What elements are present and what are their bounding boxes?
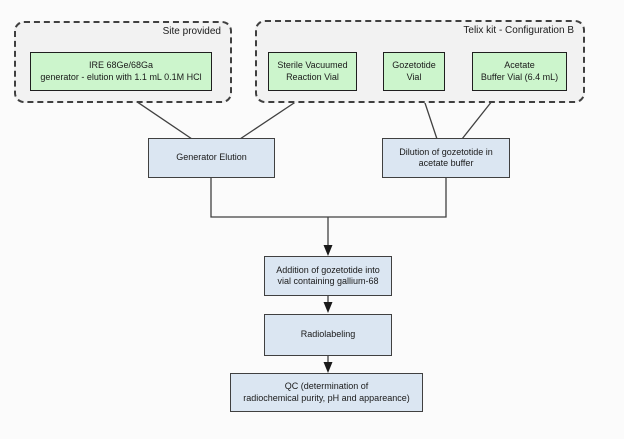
node-dilution-line1: Dilution of gozetotide in [399, 146, 493, 157]
node-addition: Addition of gozetotide into vial contain… [264, 256, 392, 296]
node-qc-line2: radiochemical purity, pH and appareance) [243, 392, 410, 403]
node-generator-elution-line1: Generator Elution [176, 152, 247, 163]
node-acetate-vial-line1: Acetate [504, 60, 535, 70]
node-dilution: Dilution of gozetotide in acetate buffer [382, 138, 510, 178]
node-acetate-vial-line2: Buffer Vial (6.4 mL) [480, 71, 559, 82]
node-gozetotide-vial-line2: Vial [406, 71, 422, 82]
arrowhead-qc [323, 362, 333, 373]
node-qc: QC (determination of radiochemical purit… [230, 373, 423, 412]
edge-merge-bar [210, 178, 447, 218]
arrowhead-addition [323, 245, 333, 256]
node-generator-elution: Generator Elution [148, 138, 275, 178]
node-sterile-vial: Sterile Vacuumed Reaction Vial [268, 52, 357, 91]
arrowhead-radiolabeling [323, 302, 333, 313]
node-gozetotide-vial: Gozetotide Vial [383, 52, 445, 91]
node-sterile-vial-line1: Sterile Vacuumed [277, 60, 348, 70]
node-ire-generator-line1: IRE 68Ge/68Ga [88, 60, 154, 70]
node-dilution-line2: acetate buffer [418, 158, 474, 168]
node-radiolabeling-line1: Radiolabeling [300, 329, 356, 340]
container-site-provided-label: Site provided [162, 26, 221, 37]
node-qc-line1: QC (determination of [284, 381, 369, 391]
node-addition-line2: vial containing gallium-68 [277, 276, 379, 286]
node-acetate-vial: Acetate Buffer Vial (6.4 mL) [472, 52, 567, 91]
node-addition-line1: Addition of gozetotide into [276, 264, 380, 275]
node-gozetotide-vial-line1: Gozetotide [392, 60, 436, 70]
node-radiolabeling: Radiolabeling [264, 314, 392, 356]
node-ire-generator-line2: generator - elution with 1.1 mL 0.1M HCl [40, 71, 202, 82]
node-sterile-vial-line2: Reaction Vial [286, 71, 339, 82]
container-telix-kit-label: Telix kit - Configuration B [463, 25, 574, 36]
node-ire-generator: IRE 68Ge/68Ga generator - elution with 1… [30, 52, 212, 91]
